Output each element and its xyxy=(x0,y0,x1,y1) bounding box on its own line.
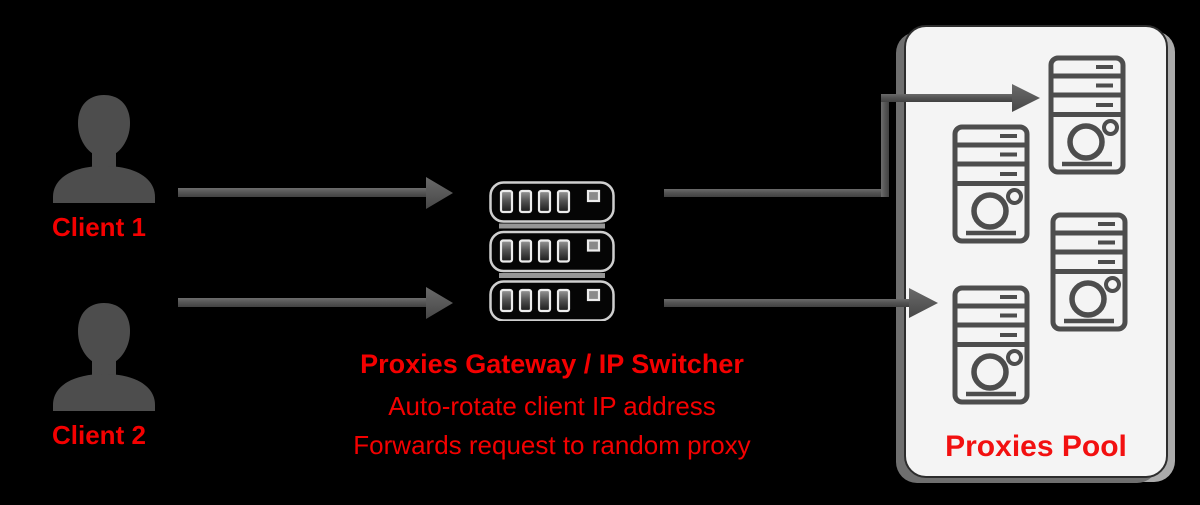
gateway-caption-line-1: Auto-rotate client IP address xyxy=(388,391,716,421)
gateway-caption-line-2: Forwards request to random proxy xyxy=(353,430,751,460)
arrow-head-icon xyxy=(426,177,453,209)
client-1-label: Client 1 xyxy=(52,212,146,242)
arrow-segment xyxy=(664,189,889,197)
client-1-group: Client 1 xyxy=(46,93,162,241)
person-icon xyxy=(53,303,155,411)
server-tower-icon xyxy=(952,285,1030,405)
arrow-segment xyxy=(881,94,1013,102)
arrow-shaft xyxy=(178,188,428,197)
client-2-label: Client 2 xyxy=(52,420,146,450)
arrow-head-icon xyxy=(426,287,453,319)
client-2-group: Client 2 xyxy=(46,301,162,449)
server-tower-icon xyxy=(1048,55,1126,175)
server-stack-icon xyxy=(489,181,615,321)
server-tower-icon xyxy=(1050,212,1128,332)
server-tower-icon xyxy=(952,124,1030,244)
arrow-segment xyxy=(881,94,889,197)
person-icon xyxy=(53,95,155,203)
proxies-pool-box: Proxies Pool xyxy=(904,25,1168,478)
arrow-shaft xyxy=(178,298,428,307)
gateway-title: Proxies Gateway / IP Switcher xyxy=(360,349,744,379)
pool-label: Proxies Pool xyxy=(945,430,1127,463)
arrow-shaft xyxy=(664,299,911,307)
